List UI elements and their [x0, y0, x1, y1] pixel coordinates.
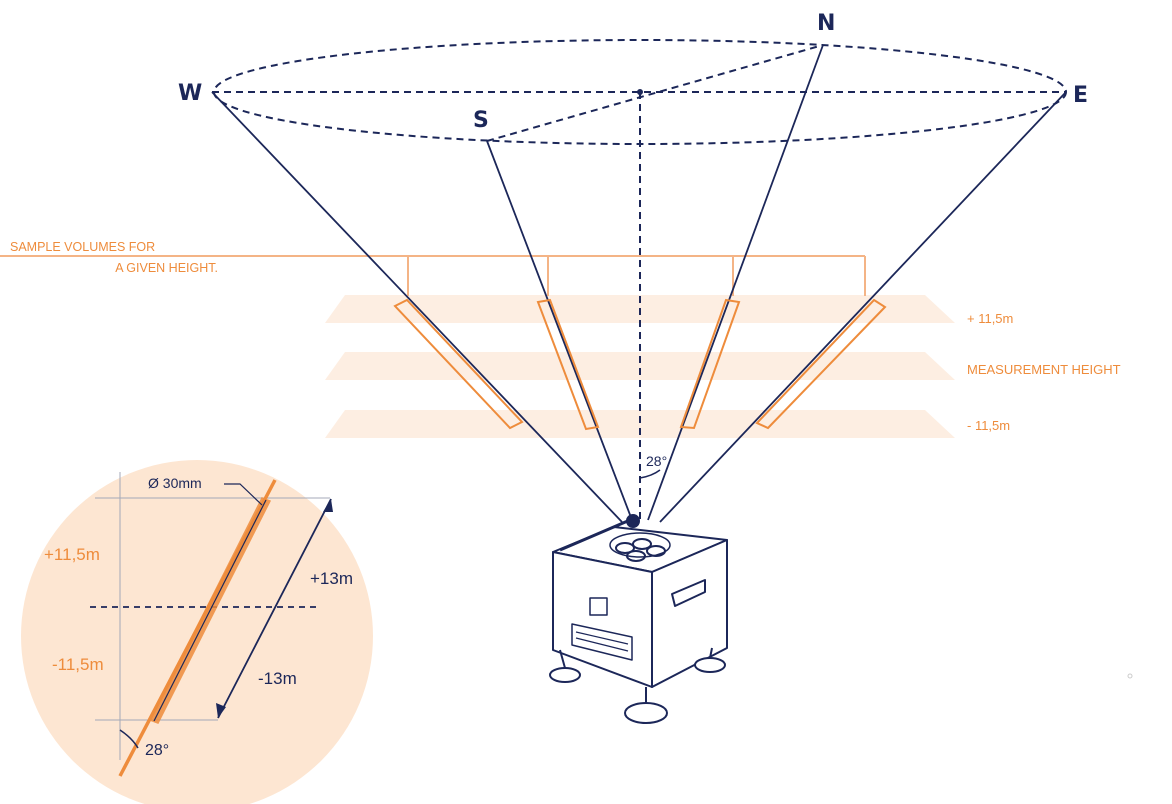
sample-volume-west: [393, 298, 524, 430]
lidar-handle: [671, 579, 706, 607]
measurement-height-label: MEASUREMENT HEIGHT: [967, 362, 1121, 377]
compass-east-label: E: [1073, 83, 1088, 108]
lidar-device: [549, 514, 728, 724]
detail-circle: Ø 30mm +11,5m -11,5m +13m -13m 28°: [21, 460, 373, 804]
scanner-head-2: [632, 538, 652, 550]
small-mark: [1127, 673, 1133, 679]
detail-length-arrow: [217, 498, 332, 719]
beams: [211, 44, 1067, 523]
scan-ellipse: [212, 39, 1067, 520]
ellipse-center-point: [637, 89, 643, 95]
detail-angle-label: 28°: [145, 742, 169, 759]
beam-west: [211, 91, 623, 523]
minus-height-label: - 11,5m: [967, 418, 1010, 433]
plane-measurement: [325, 352, 955, 380]
sample-volume-east: [755, 298, 887, 430]
beam-angle-arc: [639, 469, 661, 479]
lidar-vent: [571, 623, 633, 661]
beam-angle-label: 28°: [646, 453, 667, 469]
beam-east: [659, 91, 1067, 523]
detail-minus-length-label: -13m: [258, 669, 297, 688]
compass-north-label: N: [817, 11, 835, 36]
detail-diameter-label: Ø 30mm: [148, 475, 202, 491]
compass-west-label: W: [178, 81, 202, 106]
lidar-foot-right: [694, 657, 726, 673]
sample-volume-south: [536, 298, 600, 431]
beam-north: [647, 44, 824, 521]
detail-minus-height-label: -11,5m: [52, 655, 104, 674]
plane-lower: [325, 410, 955, 438]
sample-volume-north: [679, 298, 741, 430]
detail-angle-arc: [119, 729, 139, 749]
lidar-side-face: [651, 539, 728, 688]
lidar-front-face: [552, 551, 653, 688]
detail-plus-height-label: +11,5m: [44, 545, 100, 564]
lidar-foot-left: [549, 667, 581, 683]
lidar-foot-front: [624, 702, 668, 724]
plus-height-label: + 11,5m: [967, 311, 1013, 326]
lidar-cable: [559, 518, 631, 552]
lidar-panel: [589, 597, 608, 616]
compass-south-label: S: [473, 108, 489, 133]
beam-south: [486, 140, 633, 521]
sample-volumes-label-line1: SAMPLE VOLUMES FOR: [10, 240, 155, 254]
sample-volumes-label-line2: A GIVEN HEIGHT.: [115, 261, 218, 275]
scanner-head-1: [615, 542, 635, 554]
detail-plus-length-label: +13m: [310, 569, 353, 588]
height-planes: [325, 295, 955, 438]
diameter-leader: [224, 483, 263, 506]
top-ring: [609, 532, 671, 558]
sample-volumes: [393, 298, 887, 431]
lidar-beacon: [626, 514, 640, 528]
